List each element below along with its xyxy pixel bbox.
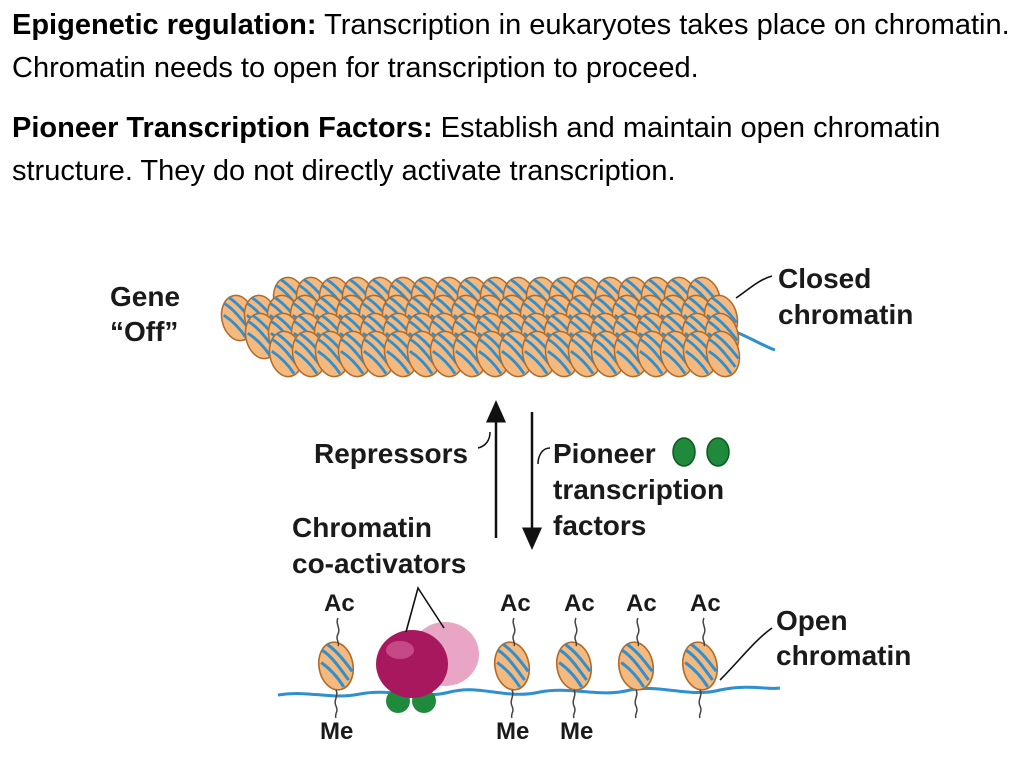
coactivators-label-line2: co-activators	[292, 548, 467, 579]
acetyl-mark-1: Ac	[324, 590, 355, 617]
pioneer-leader	[537, 447, 551, 465]
coactivators-label-line1: Chromatin	[292, 512, 432, 543]
coactivator-icon	[376, 630, 448, 698]
pioneer-factor-icon-1	[672, 437, 696, 467]
closed-chromatin-label-line2: chromatin	[778, 299, 914, 330]
pioneer-factors-text: Establish and maintain open chromatin st…	[12, 112, 941, 187]
methyl-mark-3: Me	[560, 718, 594, 745]
pioneer-label-line1: Pioneer	[553, 438, 656, 469]
open-dna-strand	[277, 685, 781, 698]
pioneer-label-line2: transcription	[553, 474, 725, 505]
repressors-leader	[477, 431, 491, 449]
acetyl-mark-3: Ac	[564, 590, 595, 617]
pioneer-label-line3: factors	[553, 510, 647, 541]
nucleosome-4	[613, 637, 659, 695]
pioneer-factors-heading: Pioneer Transcription Factors:	[12, 112, 433, 144]
nucleosome-1	[313, 637, 359, 695]
pioneer-factor-icon-2	[706, 437, 730, 467]
nucleosome-3	[551, 637, 597, 695]
coactivator-leader	[405, 586, 445, 633]
closed-chromatin-leader	[735, 275, 773, 299]
epigenetic-regulation-paragraph: Epigenetic regulation: Transcription in …	[12, 4, 1022, 90]
epigenetic-regulation-text: Transcription in eukaryotes takes place …	[12, 9, 1010, 84]
open-chromatin-label-line1: Open	[776, 605, 848, 636]
acetyl-mark-4: Ac	[626, 590, 657, 617]
open-nucleosomes	[313, 637, 723, 695]
pioneer-factors-paragraph: Pioneer Transcription Factors: Establish…	[12, 107, 1022, 193]
gene-off-label-line2: “Off”	[110, 316, 179, 347]
methyl-mark-2: Me	[496, 718, 530, 745]
acetyl-mark-5: Ac	[690, 590, 721, 617]
nucleosome-2	[489, 637, 535, 695]
methyl-mark-1: Me	[320, 718, 354, 745]
open-chromatin-leader	[719, 627, 773, 681]
histone-tails	[334, 617, 706, 719]
acetyl-mark-2: Ac	[500, 590, 531, 617]
closed-chromatin-fiber	[216, 272, 776, 382]
nucleosome-5	[677, 637, 723, 695]
coactivator-complex	[376, 622, 479, 713]
closed-chromatin-label-line1: Closed	[778, 263, 872, 294]
gene-off-label-line1: Gene	[110, 281, 181, 312]
open-chromatin-label-line2: chromatin	[776, 640, 912, 671]
epigenetic-regulation-heading: Epigenetic regulation:	[12, 9, 317, 41]
repressors-label: Repressors	[314, 438, 469, 469]
